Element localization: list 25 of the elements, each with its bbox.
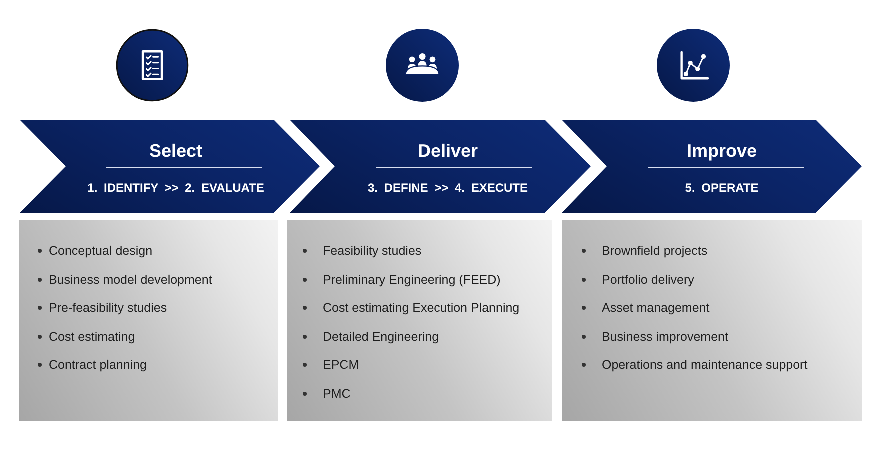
- bullet-item: Operations and maintenance support: [582, 356, 808, 374]
- list-panel: [19, 220, 278, 421]
- bullet-item: Feasibility studies: [303, 242, 422, 260]
- bullet-item: Portfolio delivery: [582, 270, 694, 289]
- bullet-item: Contract planning: [38, 356, 147, 374]
- bullet-item: EPCM: [303, 356, 360, 374]
- phase-title: Deliver: [418, 141, 478, 162]
- bullet-item: Business model development: [38, 270, 212, 289]
- bullet-item: Business improvement: [582, 328, 728, 346]
- bullet-item: Asset management: [582, 299, 710, 318]
- bullet-item: PMC: [303, 385, 351, 403]
- phase-title: Improve: [686, 141, 758, 162]
- bullet-item: Preliminary Engineering (FEED): [303, 270, 501, 289]
- bullet-item: Pre-feasibility studies: [38, 299, 168, 318]
- list-panel: [287, 220, 552, 421]
- phase-title: Select: [149, 141, 203, 162]
- bullet-item: Brownfield projects: [582, 242, 708, 260]
- phase-steps: 3. DEFINE >> 4. EXECUTE: [368, 181, 528, 195]
- bullet-item: Detailed Engineering: [303, 328, 440, 346]
- phase-steps: 1. IDENTIFY >> 2. EVALUATE: [88, 181, 264, 195]
- bullet-item: Cost estimating: [38, 328, 136, 346]
- list-panel: [562, 220, 862, 421]
- phase-steps: 5. OPERATE: [685, 181, 759, 195]
- bullet-item: Conceptual design: [38, 242, 153, 260]
- bullet-item: Cost estimating Execution Planning: [303, 299, 520, 318]
